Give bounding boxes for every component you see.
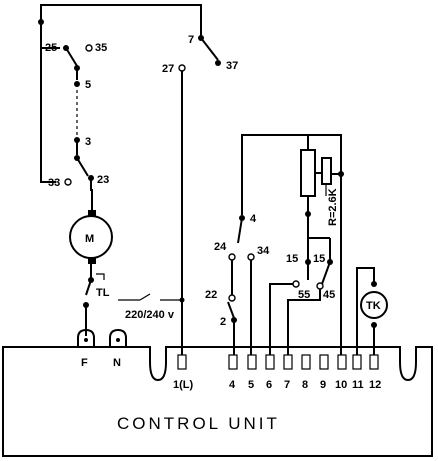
terminal-label-12: 12: [369, 379, 381, 391]
supply-voltage-label: 220/240 v: [125, 309, 175, 321]
terminal-label-9: 9: [320, 379, 326, 391]
label-34: 34: [257, 245, 270, 257]
thermal-limiter-label: TL: [96, 287, 110, 299]
label-3: 3: [85, 136, 91, 148]
terminal-labels: 1(L) 4 5 6 7 8 9 10 11 12: [173, 379, 381, 391]
terminal-label-10: 10: [335, 379, 347, 391]
control-unit-box: CONTROL UNIT: [2, 346, 433, 457]
label-5: 5: [85, 79, 91, 91]
terminal-label-4: 4: [229, 379, 236, 391]
motor-label: M: [85, 233, 94, 245]
top-wiring: 7 37: [38, 4, 238, 72]
label-33: 33: [48, 177, 60, 189]
label-7: 7: [188, 34, 194, 46]
label-45: 45: [323, 289, 335, 301]
phase-label: F: [81, 357, 88, 369]
label-15-left: 15: [286, 253, 298, 265]
contacts-15: 15 15 55 45: [269, 174, 342, 355]
label-22: 22: [205, 289, 217, 301]
terminal-label-1l: 1(L): [173, 379, 194, 391]
label-27: 27: [162, 63, 174, 75]
label-24: 24: [214, 241, 227, 253]
terminal-label-7: 7: [284, 379, 290, 391]
label-35: 35: [95, 42, 107, 54]
label-37: 37: [226, 60, 238, 72]
thermostat: TK: [356, 267, 388, 355]
supply-plugs: F N: [77, 328, 127, 369]
thermal-limiter: TL: [83, 273, 110, 336]
neutral-label: N: [113, 357, 121, 369]
control-unit-title: CONTROL UNIT: [117, 414, 280, 433]
resistor-label: R=2.6K: [327, 188, 339, 226]
control-unit-terminals: [177, 354, 379, 370]
terminal-label-11: 11: [352, 379, 364, 391]
label-2: 2: [220, 316, 226, 328]
supply-line: 220/240 v: [118, 293, 185, 321]
thermostat-label: TK: [366, 300, 381, 312]
label-23: 23: [97, 174, 109, 186]
terminal-label-5: 5: [248, 379, 254, 391]
resistor: R=2.6K: [300, 135, 344, 226]
terminal-27-line: 27: [162, 63, 186, 355]
label-4: 4: [250, 213, 257, 225]
label-15-right: 15: [313, 253, 325, 265]
label-55: 55: [298, 289, 310, 301]
switch-block: 4 24 34 22 2: [205, 134, 342, 355]
terminal-label-8: 8: [302, 379, 308, 391]
motor: M: [69, 210, 113, 280]
label-25: 25: [45, 42, 57, 54]
left-contact-loop: 25 35 5 3 33 23: [40, 42, 109, 214]
terminal-label-6: 6: [266, 379, 272, 391]
